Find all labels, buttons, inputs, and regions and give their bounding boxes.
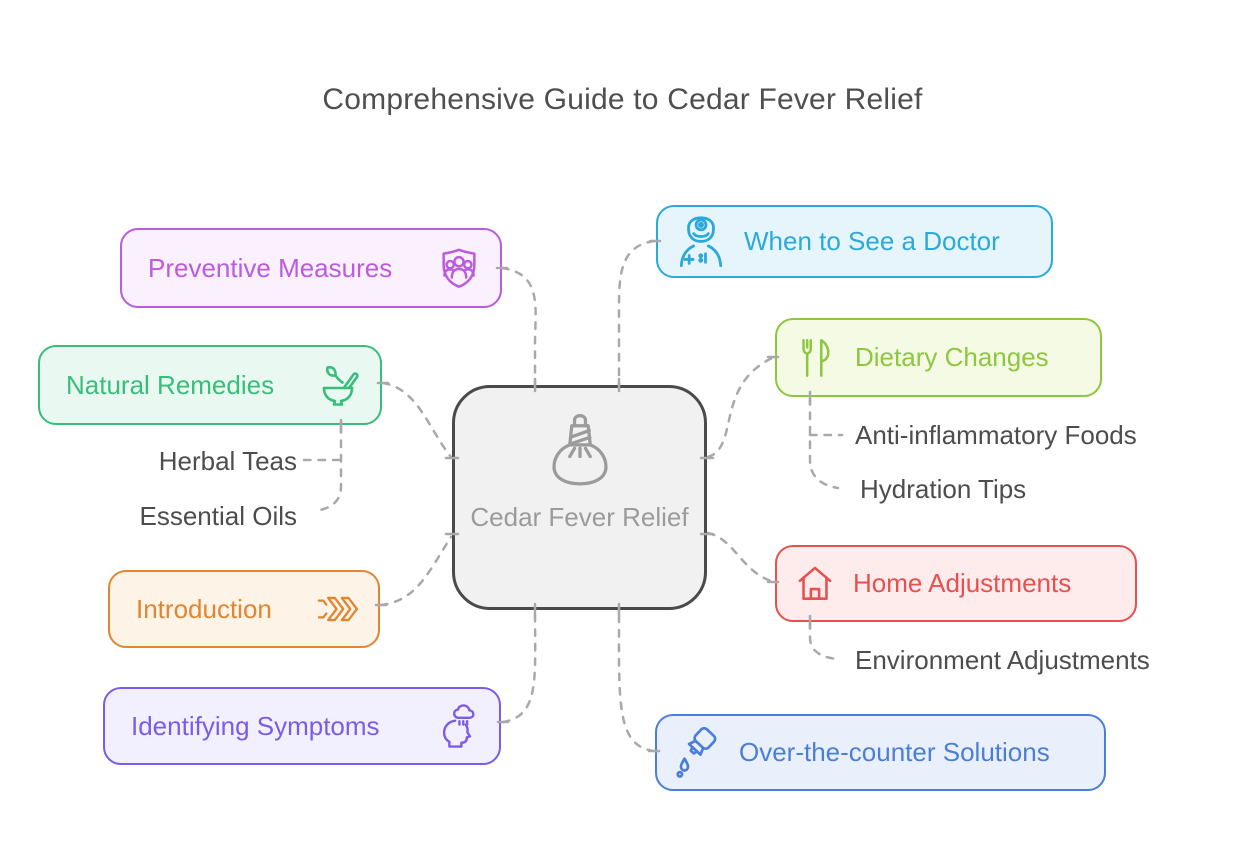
connector-introduction: [379, 535, 453, 607]
subnode-environment-adjustments[interactable]: Environment Adjustments: [855, 645, 1150, 675]
node-label: Identifying Symptoms: [131, 710, 380, 741]
connector-home-adjustments: [706, 531, 776, 584]
node-natural-remedies[interactable]: Natural Remedies: [38, 345, 382, 425]
connector-identifying-symptoms: [501, 609, 537, 724]
head-rain-cloud-icon: [442, 704, 475, 748]
herbal-compress-icon: [551, 414, 608, 486]
connector-dietary-children: [808, 396, 840, 490]
subnode-essential-oils[interactable]: Essential Oils: [139, 501, 298, 531]
node-identifying-symptoms[interactable]: Identifying Symptoms: [103, 687, 501, 765]
connector-preventive-measures: [500, 266, 537, 387]
node-over-the-counter-solutions[interactable]: Over-the-counter Solutions: [655, 714, 1106, 791]
node-label: When to See a Doctor: [744, 226, 1000, 256]
subnode-hydration-tips[interactable]: Hydration Tips: [860, 474, 1027, 504]
node-label: Over-the-counter Solutions: [739, 737, 1050, 767]
fork-knife-icon: [802, 338, 830, 377]
shield-group-icon: [442, 248, 476, 288]
chevrons-right-icon: [317, 596, 359, 622]
connector-natural-remedies: [381, 381, 453, 459]
mortar-pestle-icon: [322, 365, 359, 406]
doctor-icon: [679, 215, 723, 267]
node-when-to-see-a-doctor[interactable]: When to See a Doctor: [656, 205, 1053, 278]
dropper-bottle-icon: [676, 726, 717, 778]
node-introduction[interactable]: Introduction: [108, 570, 380, 648]
node-preventive-measures[interactable]: Preventive Measures: [120, 228, 502, 308]
connector-home-children: [808, 620, 839, 661]
connector-when-to-see-a-doctor: [617, 239, 656, 387]
connector-dietary-changes: [706, 355, 776, 459]
node-dietary-changes[interactable]: Dietary Changes: [775, 318, 1102, 397]
node-label: Home Adjustments: [853, 568, 1072, 598]
home-icon: [798, 566, 832, 600]
subnode-herbal-teas[interactable]: Herbal Teas: [158, 446, 297, 476]
node-label: Natural Remedies: [66, 369, 275, 400]
node-home-adjustments[interactable]: Home Adjustments: [775, 545, 1137, 622]
connector-natural-children: [318, 424, 343, 512]
page-title: Comprehensive Guide to Cedar Fever Relie…: [322, 83, 923, 116]
center-node-cedar-fever-relief[interactable]: Cedar Fever Relief: [452, 385, 707, 610]
subnode-anti-inflammatory-foods[interactable]: Anti-inflammatory Foods: [855, 420, 1137, 450]
center-node-label: Cedar Fever Relief: [470, 502, 689, 532]
connector-otc-solutions: [617, 609, 656, 753]
node-label: Dietary Changes: [855, 342, 1049, 372]
node-label: Introduction: [136, 593, 272, 624]
node-label: Preventive Measures: [148, 252, 393, 283]
